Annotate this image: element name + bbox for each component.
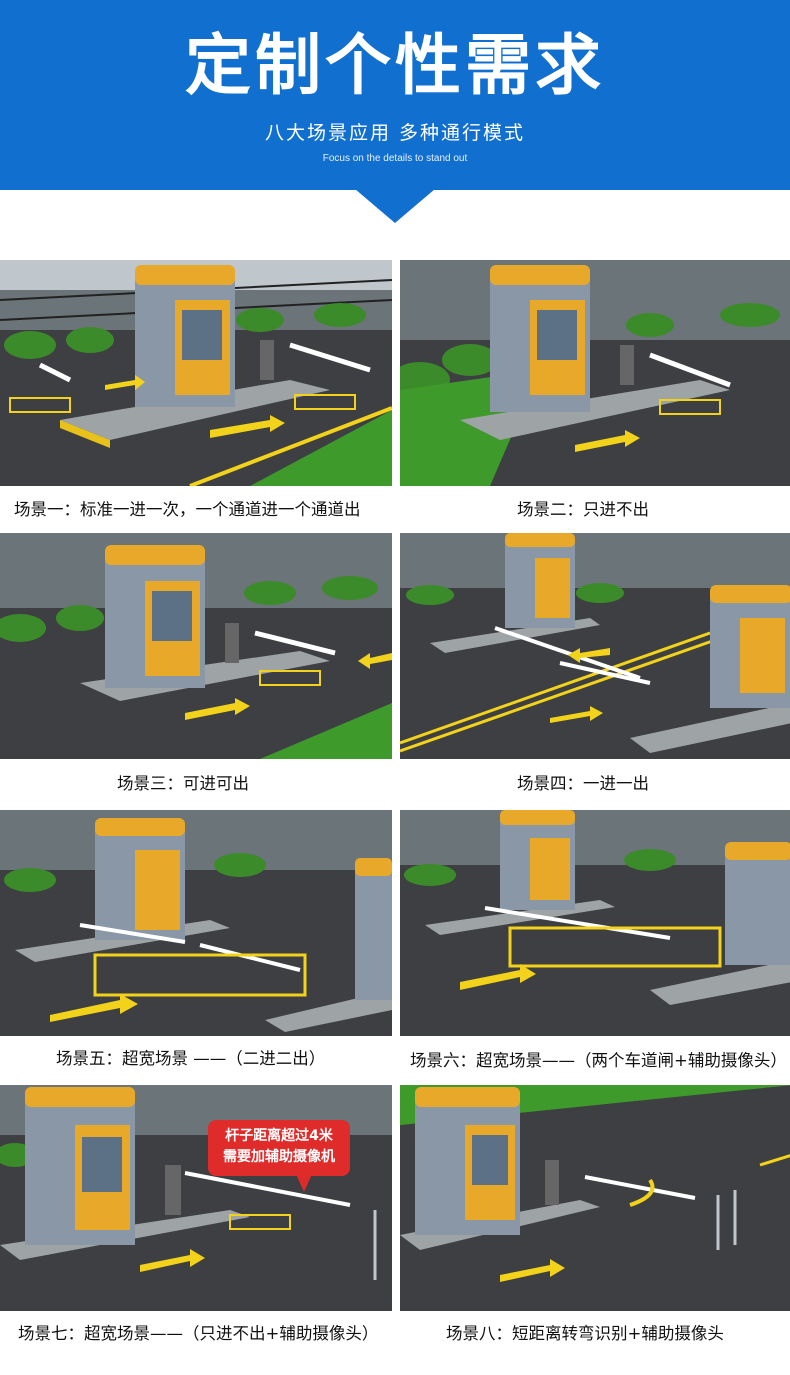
header-arrow-pointer xyxy=(355,189,435,223)
scene-7-caption: 场景七：超宽场景——（只进不出+辅助摄像头） xyxy=(18,1324,379,1343)
scene-2-caption: 场景二：只进不出 xyxy=(517,500,649,519)
header-banner xyxy=(0,0,790,190)
scene-6-illustration xyxy=(400,810,790,1036)
callout-line-1: 杆子距离超过4米 xyxy=(225,1128,333,1144)
scene-1-caption: 场景一：标准一进一次，一个通道进一个通道出 xyxy=(14,500,361,519)
scene-6-caption: 场景六：超宽场景——（两个车道闸+辅助摄像头） xyxy=(410,1051,787,1070)
scene-4-caption: 场景四：一进一出 xyxy=(517,774,649,793)
callout-line-2: 需要加辅助摄像机 xyxy=(223,1149,335,1165)
callout-pointer xyxy=(296,1174,312,1192)
page-subtitle: 八大场景应用 多种通行模式 xyxy=(264,122,526,144)
scene-5-illustration xyxy=(0,810,392,1036)
page-tagline: Focus on the details to stand out xyxy=(322,153,468,164)
scene-3-illustration xyxy=(0,533,392,759)
scene-4-illustration xyxy=(400,533,790,759)
page-title: 定制个性需求 xyxy=(185,27,605,104)
scene-1-illustration xyxy=(0,260,392,486)
scene-8-illustration xyxy=(400,1085,790,1311)
distance-warning-callout: 杆子距离超过4米 需要加辅助摄像机 xyxy=(208,1120,350,1176)
scene-8-caption: 场景八：短距离转弯识别+辅助摄像头 xyxy=(446,1324,724,1343)
scene-3-caption: 场景三：可进可出 xyxy=(117,774,249,793)
scene-5-caption: 场景五：超宽场景 ——（二进二出） xyxy=(56,1049,326,1068)
scene-7-illustration xyxy=(0,1085,392,1311)
scene-2-illustration xyxy=(400,260,790,486)
